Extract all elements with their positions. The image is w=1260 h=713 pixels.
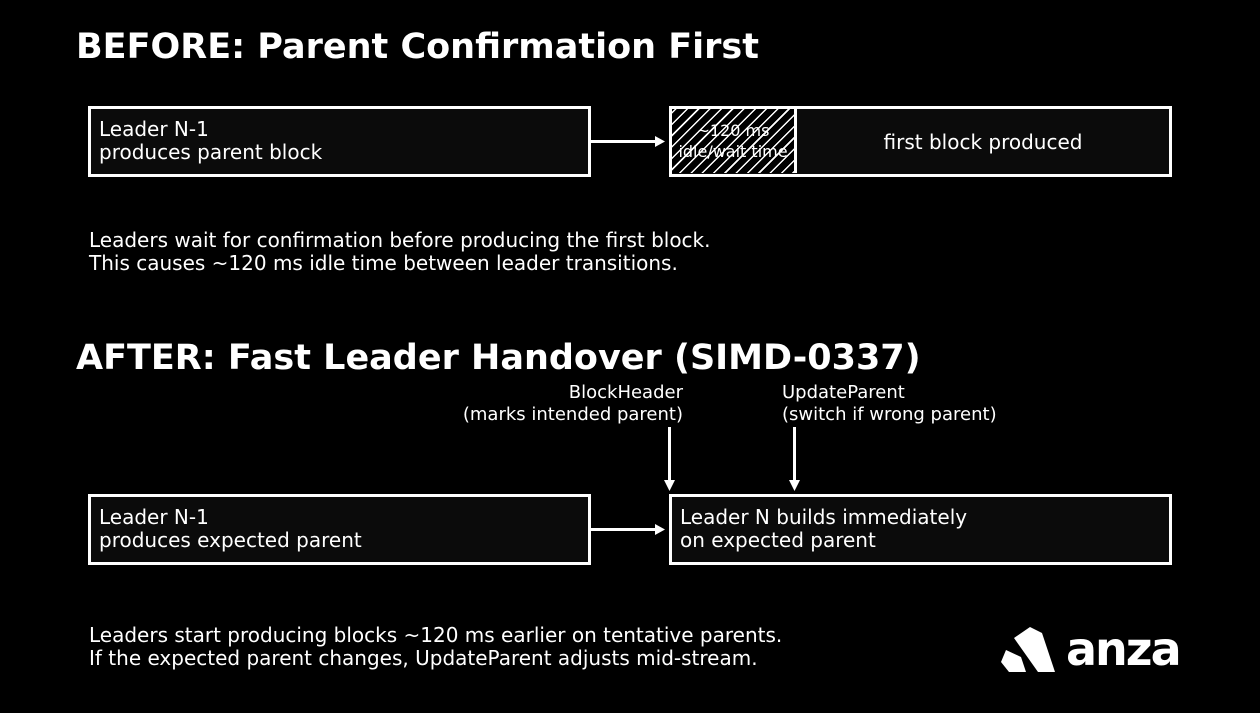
after-leader-prev-box: Leader N-1 produces expected parent: [88, 494, 591, 565]
first-block-produced-label: first block produced: [883, 129, 1083, 154]
after-section-title: AFTER: Fast Leader Handover (SIMD-0337): [76, 338, 921, 378]
after-flow-arrow: [591, 524, 665, 535]
block-header-line2: (marks intended parent): [462, 404, 683, 425]
before-leader-box: Leader N-1 produces parent block: [88, 106, 591, 177]
after-leader-next-box: Leader N builds immediately on expected …: [669, 494, 1172, 565]
after-leader-prev-line1: Leader N-1: [99, 505, 209, 529]
brand-wordmark: anza: [1066, 622, 1182, 676]
after-description-line1: Leaders start producing blocks ~120 ms e…: [89, 623, 783, 647]
before-description-line2: This causes ~120 ms idle time between le…: [89, 251, 678, 275]
before-flow-arrow: [591, 136, 665, 147]
before-leader-line1: Leader N-1: [99, 117, 209, 141]
before-section-title: BEFORE: Parent Confirmation First: [76, 27, 759, 67]
update-parent-line1: UpdateParent: [782, 382, 905, 403]
update-parent-annotation: UpdateParent (switch if wrong parent): [782, 382, 997, 426]
idle-wait-label: ~120 ms idle/wait time: [672, 120, 794, 162]
after-description-line2: If the expected parent changes, UpdatePa…: [89, 646, 758, 670]
after-leader-next-line2: on expected parent: [680, 528, 876, 552]
idle-wait-hatch: ~120 ms idle/wait time: [672, 109, 797, 173]
idle-wait-line1: ~120 ms: [696, 121, 770, 140]
after-leader-next-line1: Leader N builds immediately: [680, 505, 968, 529]
idle-wait-line2: idle/wait time: [678, 142, 788, 161]
before-produced-box: ~120 ms idle/wait time first block produ…: [669, 106, 1172, 177]
before-leader-box-text: Leader N-1 produces parent block: [99, 118, 322, 164]
after-leader-prev-line2: produces expected parent: [99, 528, 362, 552]
update-parent-line2: (switch if wrong parent): [782, 404, 997, 425]
anza-logo-icon: [1001, 627, 1055, 672]
update-parent-arrow: [789, 427, 800, 491]
before-description: Leaders wait for confirmation before pro…: [89, 229, 711, 275]
after-leader-prev-text: Leader N-1 produces expected parent: [99, 506, 362, 552]
brand-logo: anza: [1000, 622, 1182, 676]
before-leader-line2: produces parent block: [99, 140, 323, 164]
block-header-annotation: BlockHeader (marks intended parent): [383, 382, 683, 426]
after-description: Leaders start producing blocks ~120 ms e…: [89, 624, 782, 670]
after-leader-next-text: Leader N builds immediately on expected …: [680, 506, 967, 552]
block-header-arrow: [664, 427, 675, 491]
before-description-line1: Leaders wait for confirmation before pro…: [89, 228, 711, 252]
block-header-line1: BlockHeader: [568, 382, 683, 403]
